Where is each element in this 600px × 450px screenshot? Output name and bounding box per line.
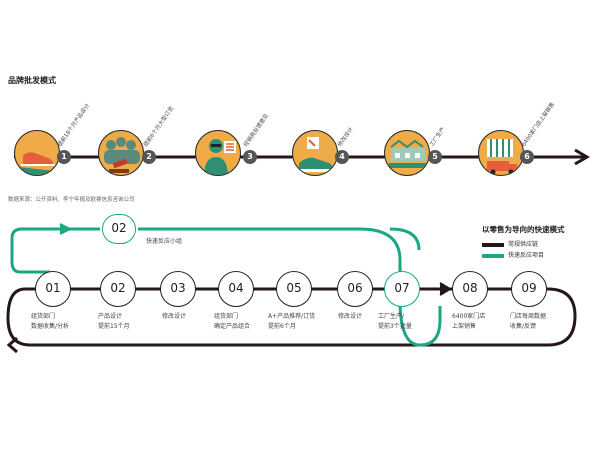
- bottom-caption-02: 产品设计提前15个月: [98, 313, 130, 330]
- step-badge-4: 4: [335, 150, 349, 164]
- bottom-caption-04: 组货部门确定产品组合: [214, 313, 251, 330]
- step-badge-6: 6: [520, 150, 534, 164]
- factory-icon: [384, 130, 430, 176]
- store-truck-icon: [478, 130, 524, 176]
- bottom-caption-05: A+产品推荐/订货提前6个月: [268, 313, 316, 330]
- source-note: 数据来源：公开资料、李宁年报及欧睿信息咨询公司: [8, 197, 135, 203]
- step-badge-2: 2: [142, 150, 156, 164]
- shoe-icon: [14, 130, 60, 176]
- auction-crowd-icon: [98, 130, 144, 176]
- top-timeline-arrow: [574, 148, 590, 166]
- businessman-icon: [195, 130, 241, 176]
- bottom-caption-06: 修改设计: [338, 313, 363, 320]
- bottom-caption-03: 修改设计: [162, 313, 187, 320]
- bottom-step-02: 02: [100, 271, 136, 307]
- bottom-caption-01: 组货部门数据收集/分析: [31, 313, 70, 330]
- shoe-design-icon: [292, 130, 338, 176]
- diagram-title: 品牌批发模式: [8, 76, 56, 85]
- regular-flow-arrowhead: [439, 282, 452, 296]
- legend-item-quick: 快速反应项目: [482, 250, 565, 259]
- bottom-step-05: 05: [276, 271, 312, 307]
- step-badge-5: 5: [428, 150, 442, 164]
- bottom-caption-09: 门店每周数据收集/反馈: [510, 313, 547, 330]
- bottom-step-07: 07: [384, 271, 420, 307]
- bottom-step-08: 08: [452, 271, 488, 307]
- bottom-step-04: 04: [218, 271, 254, 307]
- legend-swatch-quick: [482, 253, 504, 258]
- bottom-step-09: 09: [511, 271, 547, 307]
- quick-response-node: 02: [102, 214, 136, 244]
- quick-loop-left: [10, 227, 100, 274]
- legend-swatch-regular: [482, 242, 504, 247]
- quick-response-label: 快速反应小组: [146, 238, 183, 245]
- legend: 以零售为导向的快速模式 常规供应链 快速反应项目: [482, 224, 565, 259]
- return-arrowhead: [6, 336, 18, 354]
- bottom-step-06: 06: [337, 271, 373, 307]
- quick-loop-right: [138, 227, 442, 347]
- legend-label-regular: 常规供应链: [508, 241, 539, 248]
- bottom-caption-07: 工厂生产/提前3个批量: [378, 313, 412, 330]
- step-badge-1: 1: [57, 150, 71, 164]
- bottom-step-01: 01: [35, 271, 71, 307]
- bottom-caption-08: 6400家门店上架销售: [452, 313, 486, 330]
- step-badge-3: 3: [243, 150, 257, 164]
- legend-label-quick: 快速反应项目: [508, 252, 545, 259]
- bottom-step-03: 03: [160, 271, 196, 307]
- legend-title: 以零售为导向的快速模式: [482, 225, 565, 234]
- legend-item-regular: 常规供应链: [482, 239, 565, 248]
